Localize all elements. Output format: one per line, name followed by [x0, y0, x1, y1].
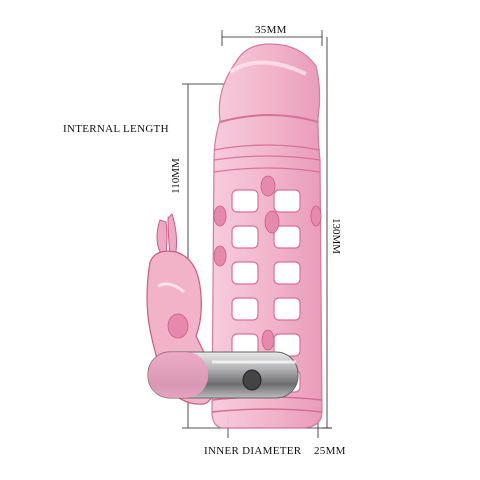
bullet-vibrator: [147, 351, 299, 399]
inner-diameter-value: 25MM: [314, 445, 346, 457]
lattice-windows: [231, 189, 301, 393]
top-width-label: 35MM: [255, 24, 287, 36]
internal-length-value: 110MM: [169, 158, 182, 194]
inner-diameter-label: INNER DIAMETER: [204, 445, 302, 457]
sleeve-body: [211, 43, 323, 429]
total-length-value: 130MM: [330, 217, 343, 255]
internal-length-label: INTERNAL LENGTH: [63, 123, 169, 135]
